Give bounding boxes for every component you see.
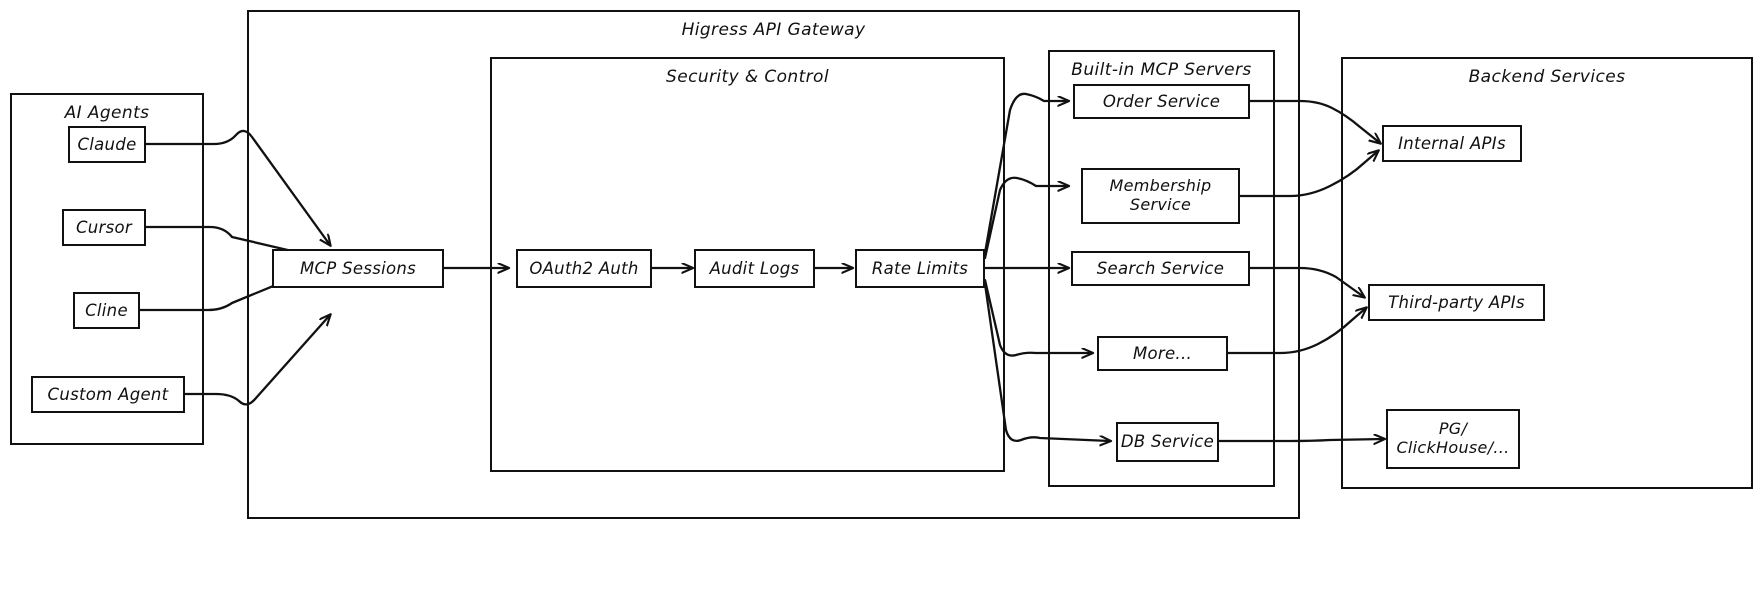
group-security-control: Security & Control [490,57,1005,472]
node-order-service-label: Order Service [1102,91,1221,111]
node-custom-agent[interactable]: Custom Agent [31,376,185,413]
node-rate-limits-label: Rate Limits [871,258,969,278]
node-rate-limits[interactable]: Rate Limits [855,249,985,288]
node-third-party-apis-label: Third-party APIs [1388,292,1525,312]
node-pg-clickhouse-label-line2: ClickHouse/... [1396,438,1510,457]
node-third-party-apis[interactable]: Third-party APIs [1368,284,1545,321]
node-internal-apis[interactable]: Internal APIs [1382,125,1522,162]
node-search-service-label: Search Service [1096,258,1225,278]
group-higress-api-gateway: Higress API Gateway [247,10,1300,519]
node-db-service[interactable]: DB Service [1116,422,1219,462]
group-ai-agents-title: AI Agents [64,103,150,123]
group-higress-api-gateway-title: Higress API Gateway [681,20,866,40]
group-backend-services: Backend Services [1341,57,1753,489]
node-db-service-label: DB Service [1120,432,1215,452]
node-mcp-sessions[interactable]: MCP Sessions [272,249,444,288]
node-membership-service-label-line2: Service [1129,195,1192,214]
node-membership-service[interactable]: Membership Service [1081,168,1240,224]
group-security-control-title: Security & Control [666,67,829,87]
node-cline[interactable]: Cline [73,292,140,329]
group-builtin-mcp-servers-title: Built-in MCP Servers [1071,60,1252,80]
node-audit-logs-label: Audit Logs [709,258,800,278]
node-more-label: More... [1132,343,1193,363]
group-backend-services-title: Backend Services [1468,67,1626,87]
node-oauth2-auth-label: OAuth2 Auth [529,258,639,278]
node-claude-label: Claude [77,134,137,154]
node-custom-agent-label: Custom Agent [47,384,169,404]
node-membership-service-label-line1: Membership [1109,176,1212,196]
node-search-service[interactable]: Search Service [1071,251,1250,286]
node-pg-clickhouse[interactable]: PG/ ClickHouse/... [1386,409,1520,469]
node-cline-label: Cline [85,300,128,320]
group-ai-agents: AI Agents [10,93,204,445]
node-audit-logs[interactable]: Audit Logs [694,249,815,288]
group-builtin-mcp-servers: Built-in MCP Servers [1048,50,1275,487]
node-order-service[interactable]: Order Service [1073,84,1250,119]
node-cursor-label: Cursor [75,217,133,237]
node-pg-clickhouse-label-line1: PG/ [1438,419,1468,439]
node-mcp-sessions-label: MCP Sessions [299,258,417,278]
node-internal-apis-label: Internal APIs [1398,133,1506,153]
node-cursor[interactable]: Cursor [62,209,146,246]
node-claude[interactable]: Claude [68,126,146,163]
node-oauth2-auth[interactable]: OAuth2 Auth [516,249,652,288]
node-more[interactable]: More... [1097,336,1228,371]
